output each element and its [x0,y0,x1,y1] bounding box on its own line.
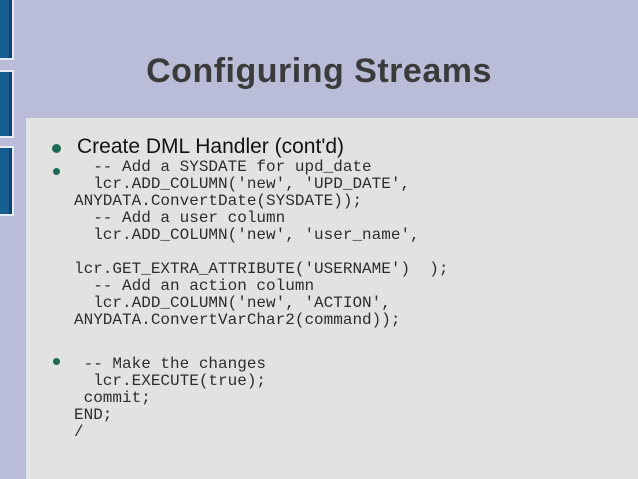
code-block-execute: -- Make the changes lcr.EXECUTE(true); c… [74,355,267,441]
sidebar-accent-bar-3 [0,146,14,216]
sidebar-accent-bar-1 [0,0,14,60]
content-panel [26,118,638,479]
sidebar-accent-bar-2 [0,70,14,138]
bullet-icon [52,144,61,153]
bullet-icon [53,358,60,365]
code-block-dml-handler: -- Add a SYSDATE for upd_date lcr.ADD_CO… [74,158,449,329]
bullet-icon [53,168,60,175]
slide-title: Configuring Streams [146,52,492,90]
bullet-heading: Create DML Handler (cont'd) [77,135,345,158]
